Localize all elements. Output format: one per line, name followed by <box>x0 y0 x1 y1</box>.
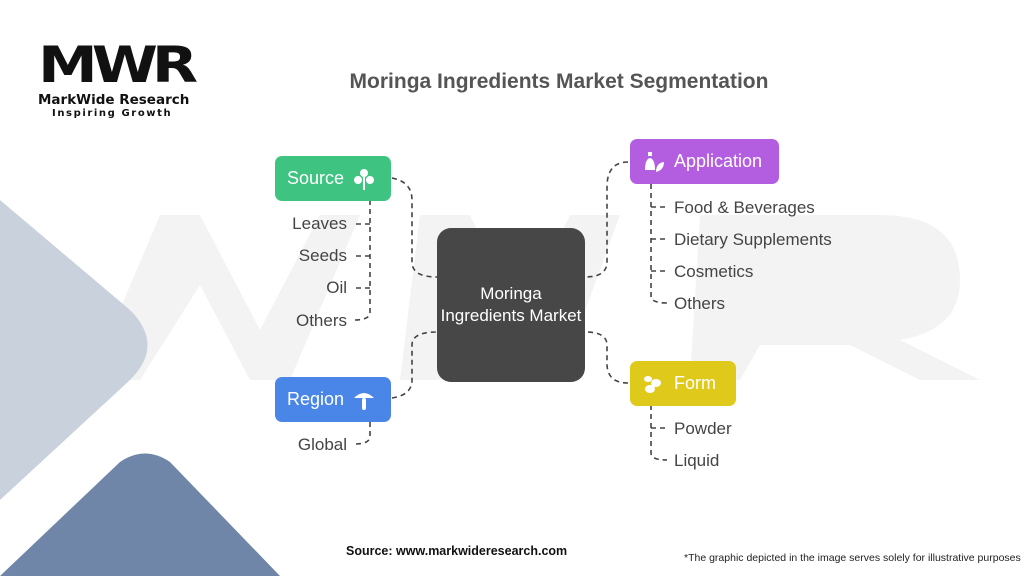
disclaimer: *The graphic depicted in the image serve… <box>684 552 1021 564</box>
mushroom-icon <box>354 392 375 410</box>
category-label: Region <box>287 389 345 409</box>
connector-application-items <box>650 184 668 304</box>
logo-name: MarkWide Research <box>38 92 190 108</box>
source-item: Leaves <box>292 214 347 233</box>
application-item: Dietary Supplements <box>674 230 832 249</box>
category-label: Form <box>674 373 716 393</box>
plant-icon <box>354 168 375 190</box>
center-node: Moringa Ingredients Market <box>437 228 585 382</box>
category-label: Application <box>674 151 763 171</box>
logo-mark: MWR <box>38 36 198 94</box>
connector-application <box>584 161 629 278</box>
category-application: Application <box>630 139 779 184</box>
category-region: Region <box>275 377 391 422</box>
logo-tagline: Inspiring Growth <box>52 108 173 119</box>
application-item: Others <box>674 294 726 313</box>
decor-shape <box>0 453 280 576</box>
category-source: Source <box>275 156 391 201</box>
connector-source-items <box>352 200 371 321</box>
connector-form <box>584 331 629 384</box>
category-form: Form <box>630 361 736 406</box>
page-title: Moringa Ingredients Market Segmentation <box>349 70 769 93</box>
decor-shape <box>0 200 148 500</box>
connector-form-items <box>650 405 668 461</box>
application-item: Cosmetics <box>674 262 754 281</box>
ingredients-icon <box>645 151 664 172</box>
source-item: Oil <box>326 278 347 297</box>
source-item: Others <box>295 311 347 330</box>
connector-region <box>391 331 438 399</box>
form-item: Liquid <box>674 451 720 470</box>
pod-icon <box>644 375 661 393</box>
source-item: Seeds <box>298 246 347 265</box>
connector-source <box>391 177 438 278</box>
connector-region-items <box>354 422 371 445</box>
source-credit: Source: www.markwideresearch.com <box>346 544 568 558</box>
region-item: Global <box>297 435 347 454</box>
form-item: Powder <box>674 419 732 438</box>
application-item: Food & Beverages <box>674 198 815 217</box>
category-label: Source <box>287 168 345 188</box>
